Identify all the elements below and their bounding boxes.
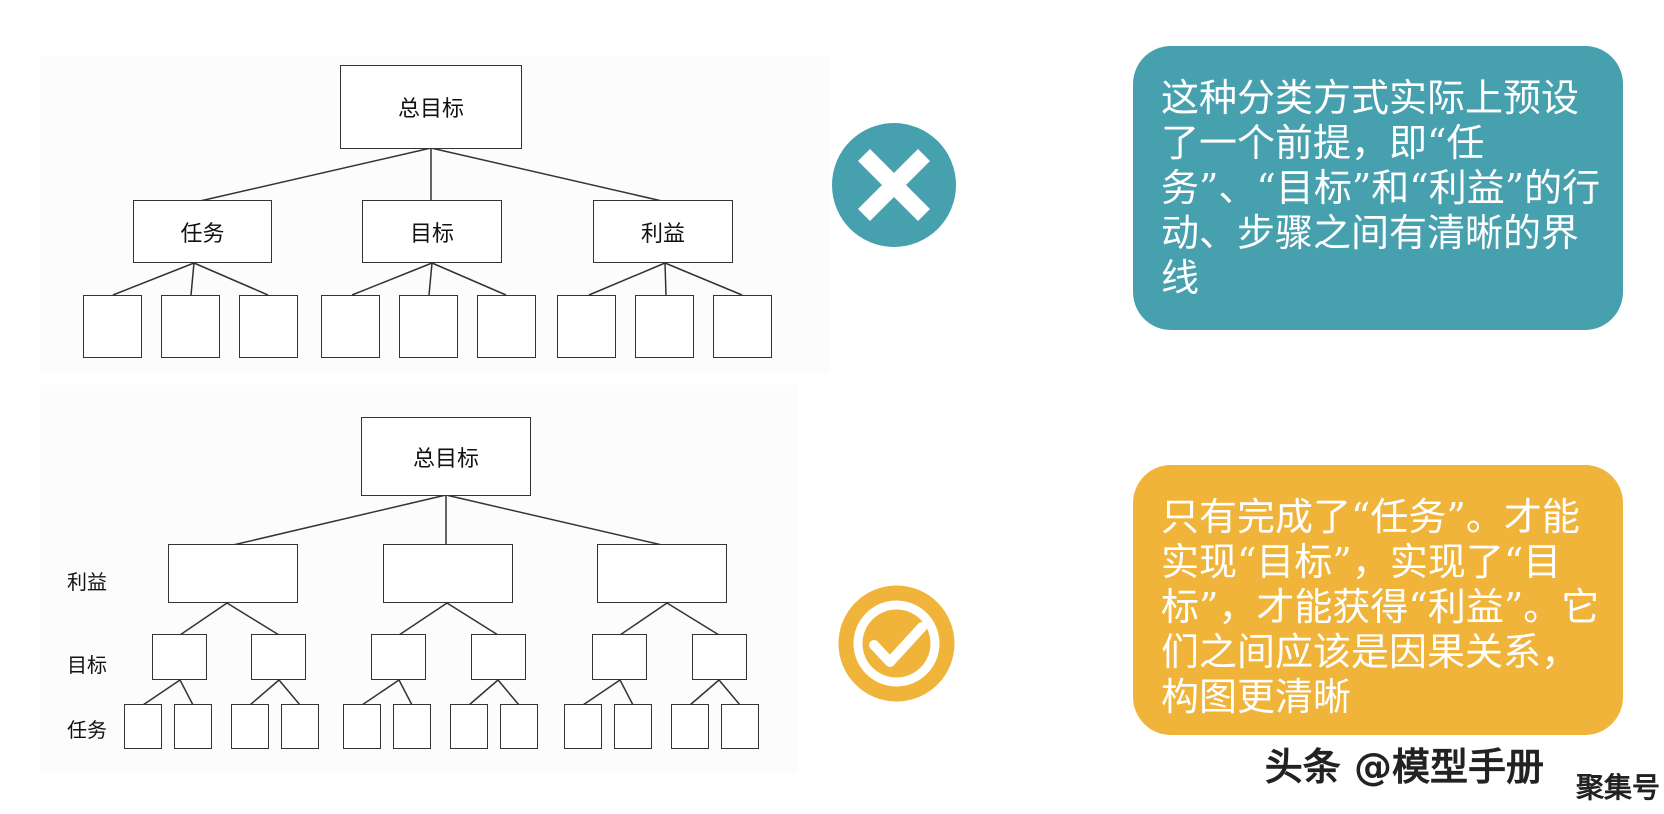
check-icon bbox=[838, 585, 955, 702]
top-leaf-box bbox=[399, 295, 458, 358]
top-child-goal-box: 目标 bbox=[362, 200, 502, 263]
bottom-level2-box bbox=[152, 634, 207, 680]
bottom-leaf-box bbox=[564, 704, 602, 749]
bottom-level2-box bbox=[692, 634, 747, 680]
top-leaf-box bbox=[161, 295, 220, 358]
bottom-leaf-box bbox=[124, 704, 162, 749]
top-child-benefit-box: 利益 bbox=[593, 200, 733, 263]
row-label-benefit: 利益 bbox=[67, 570, 107, 594]
top-leaf-box bbox=[713, 295, 772, 358]
bottom-leaf-box bbox=[450, 704, 488, 749]
bottom-leaf-box bbox=[671, 704, 709, 749]
bottom-leaf-box bbox=[231, 704, 269, 749]
bottom-level1-box bbox=[597, 544, 727, 603]
incorrect-explanation-callout: 这种分类方式实际上预设了一个前提，即“任务”、“目标”和“利益”的行动、步骤之间… bbox=[1133, 46, 1623, 330]
watermark: 头条 @模型手册 bbox=[1264, 745, 1544, 789]
top-leaf-box bbox=[321, 295, 380, 358]
bottom-leaf-box bbox=[393, 704, 431, 749]
row-label-goal: 目标 bbox=[67, 653, 107, 677]
bottom-leaf-box bbox=[174, 704, 212, 749]
bottom-leaf-box bbox=[614, 704, 652, 749]
top-leaf-box bbox=[83, 295, 142, 358]
bottom-leaf-box bbox=[721, 704, 759, 749]
bottom-level2-box bbox=[592, 634, 647, 680]
top-child-task-box: 任务 bbox=[133, 200, 272, 263]
top-root-box: 总目标 bbox=[340, 65, 522, 149]
top-leaf-box bbox=[477, 295, 536, 358]
row-label-task: 任务 bbox=[67, 718, 107, 742]
close-icon bbox=[832, 123, 956, 247]
watermark-extra: 聚集号 bbox=[1575, 771, 1660, 804]
bottom-leaf-box bbox=[343, 704, 381, 749]
bottom-leaf-box bbox=[281, 704, 319, 749]
bottom-level1-box bbox=[168, 544, 298, 603]
top-leaf-box bbox=[635, 295, 694, 358]
bottom-root-box: 总目标 bbox=[361, 417, 531, 496]
bottom-level2-box bbox=[471, 634, 526, 680]
bottom-leaf-box bbox=[500, 704, 538, 749]
top-leaf-box bbox=[557, 295, 616, 358]
top-leaf-box bbox=[239, 295, 298, 358]
bottom-level2-box bbox=[371, 634, 426, 680]
bottom-level2-box bbox=[251, 634, 306, 680]
bottom-level1-box bbox=[383, 544, 513, 603]
correct-explanation-callout: 只有完成了“任务”。才能实现“目标”，实现了“目标”，才能获得“利益”。它们之间… bbox=[1133, 465, 1623, 735]
